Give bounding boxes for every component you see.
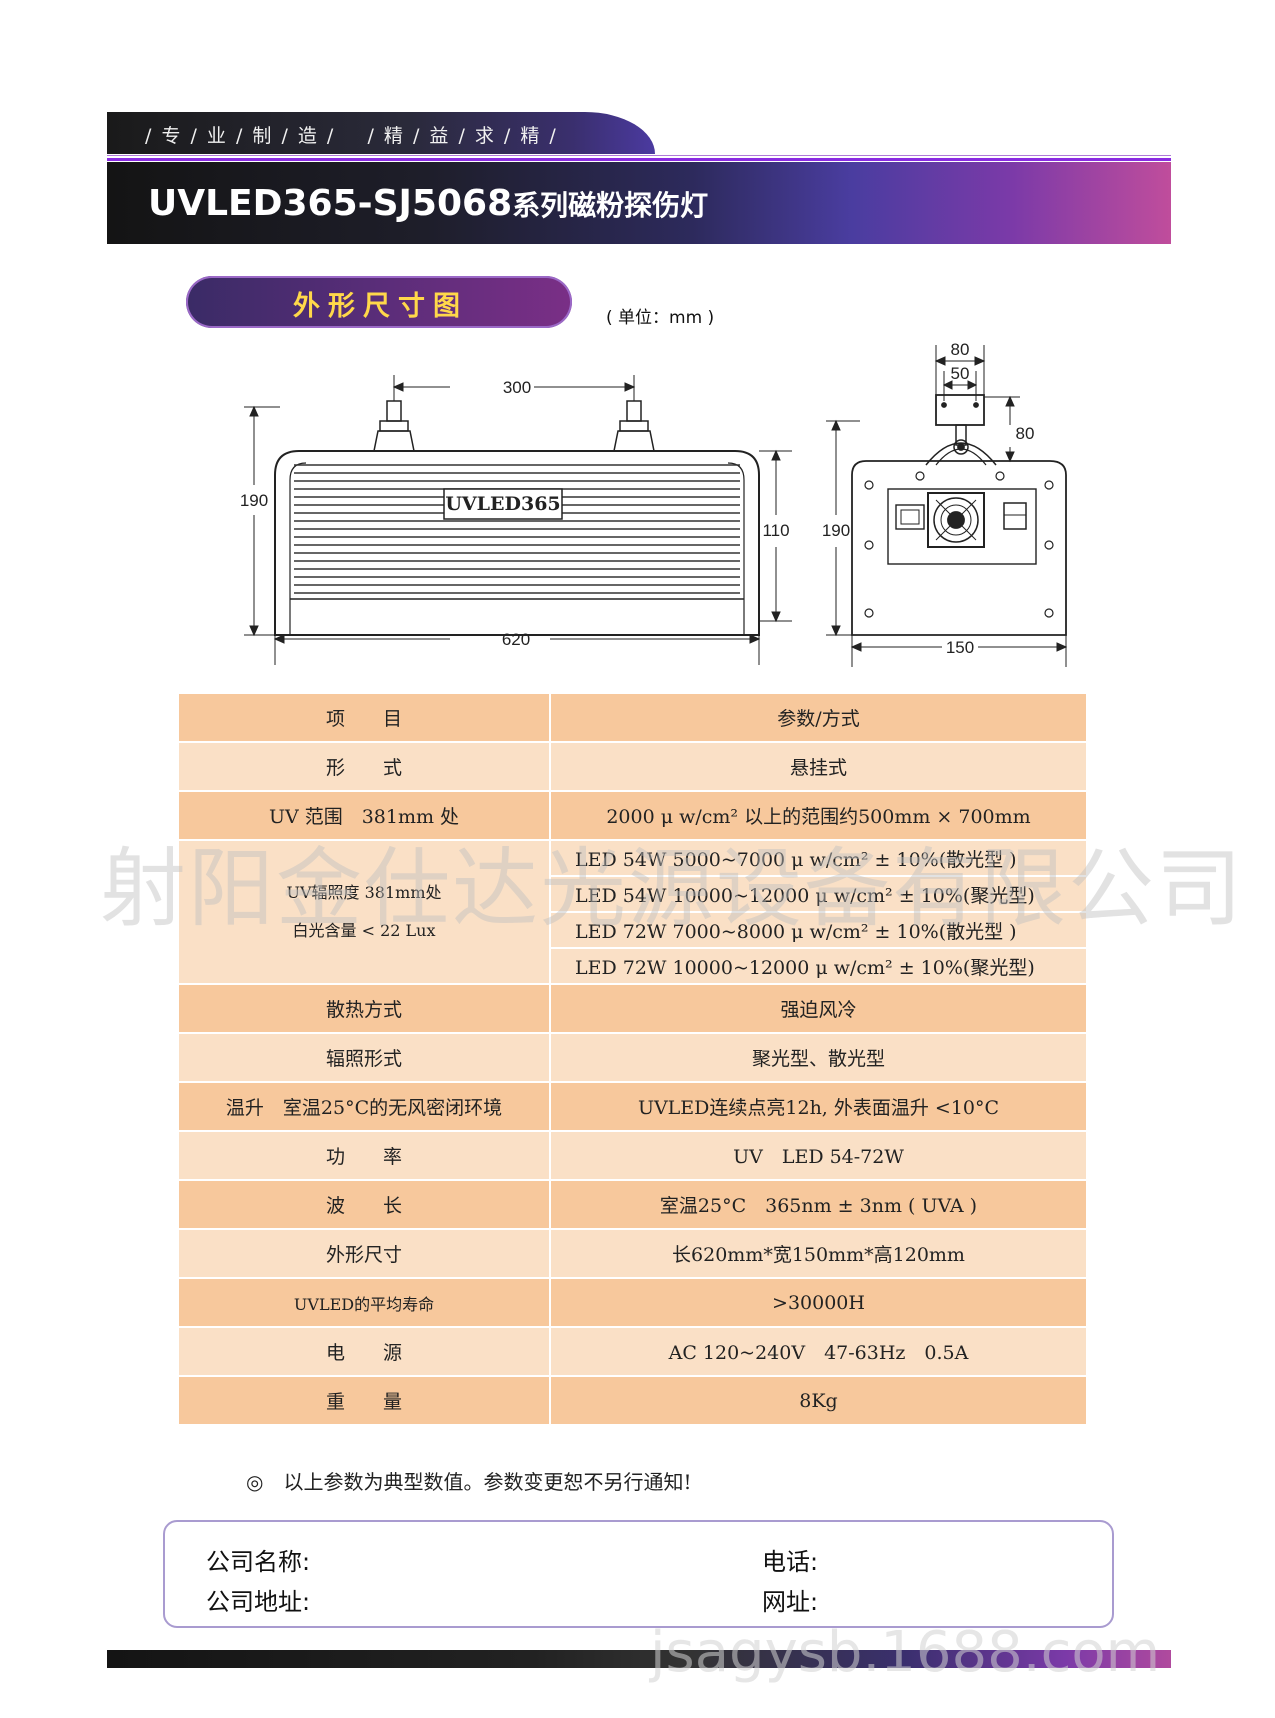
section-pill	[186, 276, 572, 328]
row-label: 功 率	[177, 1130, 551, 1181]
table-row: 温升 室温25°C的无风密闭环境 UVLED连续点亮12h, 外表面温升 <10…	[177, 1081, 1088, 1132]
front-view	[274, 400, 760, 636]
front-view-label: UVLED365	[445, 493, 560, 515]
row-label: 外形尺寸	[177, 1228, 551, 1279]
row-value: >30000H	[549, 1277, 1088, 1328]
table-row: LED 72W 10000~12000 μ w/cm² ± 10%(聚光型)	[178, 947, 1088, 985]
header-divider-thin	[107, 155, 1171, 156]
header-value: 参数/方式	[549, 692, 1088, 743]
table-row: LED 54W 10000~12000 μ w/cm² ± 10%(聚光型)	[178, 875, 1088, 913]
header-item: 项 目	[177, 692, 551, 743]
title-model: UVLED365-SJ5068	[148, 183, 513, 224]
row-label: 电 源	[177, 1326, 551, 1377]
table-row: 辐照形式 聚光型、散光型	[177, 1032, 1088, 1083]
irradiance-label-line2: 白光含量 < 22 Lux	[292, 921, 436, 940]
row-value: UV LED 54-72W	[549, 1130, 1088, 1181]
row-value: AC 120~240V 47-63Hz 0.5A	[549, 1326, 1088, 1377]
dim-mount-spacing: 300	[503, 378, 531, 397]
irradiance-value: LED 54W 10000~12000 μ w/cm² ± 10%(聚光型)	[549, 875, 1088, 913]
row-value: 强迫风冷	[549, 983, 1088, 1034]
side-view-screws	[864, 471, 1054, 618]
dim-bracket-inner: 50	[951, 364, 970, 383]
table-row: 散热方式 强迫风冷	[177, 983, 1088, 1034]
heatsink-fins	[294, 464, 740, 594]
table-row: 外形尺寸 长620mm*宽150mm*高120mm	[177, 1228, 1088, 1279]
row-value: 聚光型、散光型	[549, 1032, 1088, 1083]
table-row: 形 式 悬挂式	[177, 741, 1088, 792]
table-row: UVLED的平均寿命 >30000H	[177, 1277, 1088, 1328]
row-value: 2000 μ w/cm² 以上的范围约500mm × 700mm	[549, 790, 1088, 841]
spec-table: 项 目 参数/方式 形 式 悬挂式 UV 范围 381mm 处 2000 μ w…	[177, 692, 1088, 1426]
dim-front-height-total: 190	[240, 491, 268, 510]
bottom-watermark: jsagysb.1688.com	[650, 1620, 1161, 1685]
table-row: UV辐照度 381mm处 白光含量 < 22 Lux LED 54W 5000~…	[177, 839, 1088, 985]
row-label: 重 量	[177, 1375, 551, 1426]
row-value: 8Kg	[549, 1375, 1088, 1426]
irradiance-label-line1: UV辐照度 381mm处	[286, 883, 442, 902]
dim-bracket-outer: 80	[951, 340, 970, 359]
table-row: 功 率 UV LED 54-72W	[177, 1130, 1088, 1181]
irradiance-label-cell: UV辐照度 381mm处 白光含量 < 22 Lux	[177, 839, 551, 985]
title-suffix: 系列磁粉探伤灯	[512, 189, 709, 222]
row-label: 散热方式	[177, 983, 551, 1034]
bottom-bar	[107, 1650, 1171, 1668]
row-label: 辐照形式	[177, 1032, 551, 1083]
table-row: 重 量 8Kg	[177, 1375, 1088, 1426]
irradiance-value: LED 72W 10000~12000 μ w/cm² ± 10%(聚光型)	[549, 947, 1088, 985]
row-label: 形 式	[177, 741, 551, 792]
contact-box	[163, 1520, 1114, 1628]
header-divider	[107, 158, 1171, 161]
row-value: UVLED连续点亮12h, 外表面温升 <10°C	[549, 1081, 1088, 1132]
dim-front-height-body: 110	[762, 521, 789, 540]
website-label: 网址:	[762, 1588, 819, 1616]
company-name-label: 公司名称:	[206, 1548, 311, 1576]
table-header-row: 项 目 参数/方式	[177, 692, 1088, 743]
dim-side-width: 150	[946, 638, 974, 657]
title-bar	[107, 162, 1171, 244]
section-title: 外形尺寸图	[293, 291, 468, 322]
irradiance-value: LED 54W 5000~7000 μ w/cm² ± 10%(散光型 )	[549, 839, 1088, 877]
table-row: 波 长 室温25°C 365nm ± 3nm ( UVA )	[177, 1179, 1088, 1230]
dim-bracket-height: 80	[1016, 424, 1035, 443]
row-value: 悬挂式	[549, 741, 1088, 792]
unit-note: ( 单位：mm )	[606, 308, 715, 328]
tagline-bar	[107, 112, 655, 154]
row-value: 室温25°C 365nm ± 3nm ( UVA )	[549, 1179, 1088, 1230]
phone-label: 电话:	[762, 1548, 819, 1576]
table-row: 电 源 AC 120~240V 47-63Hz 0.5A	[177, 1326, 1088, 1377]
company-address-label: 公司地址:	[206, 1588, 311, 1616]
table-row: UV 范围 381mm 处 2000 μ w/cm² 以上的范围约500mm ×…	[177, 790, 1088, 841]
irradiance-value: LED 72W 7000~8000 μ w/cm² ± 10%(散光型 )	[549, 911, 1088, 949]
tagline: / 专 / 业 / 制 / 造 / / 精 / 益 / 求 / 精 /	[145, 125, 558, 147]
page-title: UVLED365-SJ5068系列磁粉探伤灯	[148, 183, 708, 224]
dimension-drawing: UVLED365 300 620 190 110	[240, 340, 1068, 667]
row-value: 长620mm*宽150mm*高120mm	[549, 1228, 1088, 1279]
side-view	[851, 394, 1067, 636]
table-row: LED 72W 7000~8000 μ w/cm² ± 10%(散光型 )	[178, 911, 1088, 949]
dim-front-width: 620	[502, 630, 530, 649]
row-label: 温升 室温25°C的无风密闭环境	[177, 1081, 551, 1132]
row-label: 波 长	[177, 1179, 551, 1230]
dim-side-height-total: 190	[822, 521, 850, 540]
row-label: UV 范围 381mm 处	[177, 790, 551, 841]
footnote: ◎ 以上参数为典型数值。参数变更恕不另行通知!	[246, 1470, 692, 1494]
row-label: UVLED的平均寿命	[177, 1277, 551, 1328]
